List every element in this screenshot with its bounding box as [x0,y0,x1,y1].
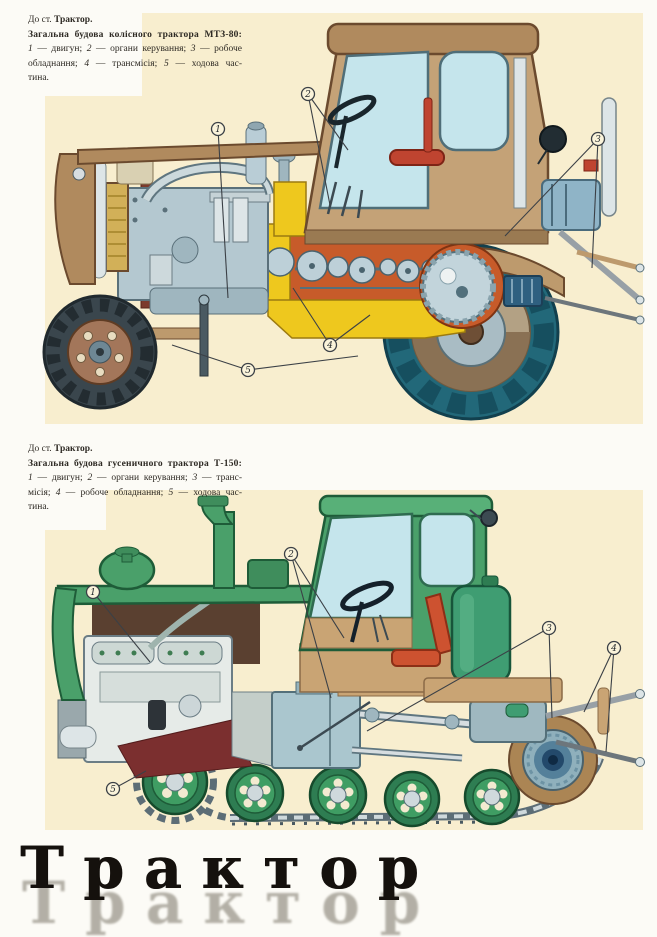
caption-heading: Загальна будова гусеничного трактора Т-1… [28,458,242,469]
cab [303,22,550,245]
front-wheel [42,294,158,410]
figure-caption-top: До ст. Трактор. Загальна будова колісног… [28,13,242,86]
dictionary-page: 1 2 3 4 5 [20,13,645,932]
svg-text:2: 2 [304,90,311,100]
caption-heading: Загальна будова колісного трактора МТЗ-8… [28,29,242,40]
svg-text:1: 1 [215,125,221,135]
transmission-cutaway [265,223,543,339]
svg-text:2: 2 [287,550,294,560]
caption-legend-line: обладнання; 4 — трансмісія; 5 — ходова ч… [28,58,242,69]
rear-hitch [537,97,645,325]
caption-legend-line: місія; 4 — робоче обладнання; 5 — ходова… [28,487,242,498]
control-levers [326,181,364,219]
callout-3 [541,620,557,636]
svg-text:3: 3 [546,624,552,634]
hood-nose [54,139,346,285]
callouts-top: 1 2 3 4 5 [171,86,606,378]
callout-5 [240,362,256,378]
svg-text:4: 4 [326,341,333,351]
callout-3 [590,131,606,147]
callout-1 [210,121,226,137]
caption-legend-line: 1 — двигун; 2 — органи керування; 3 — ро… [28,44,242,54]
steering-wheel [340,580,394,612]
hood [51,495,334,701]
figure-caption-bottom: До ст. Трактор. Загальна будова гусеничн… [28,442,242,515]
svg-text:1: 1 [90,588,96,598]
caption-reference: До ст. Трактор. [28,15,93,25]
callout-2 [283,546,299,562]
figure-t150 [51,494,645,828]
figure-mtz80 [42,22,645,421]
caption-legend-line: тина. [28,73,49,83]
side-window [418,512,476,588]
svg-text:5: 5 [245,366,251,376]
door-window [438,50,510,152]
mirror [539,125,567,153]
caption-legend-line: 1 — двигун; 2 — органи керування; 3 — тр… [28,473,242,483]
page-title: Трактор [20,834,439,902]
plates-and-figures: 1 2 3 4 5 [42,13,645,830]
callout-1 [85,584,101,600]
callout-5 [105,781,121,797]
caption-reference: До ст. Трактор. [28,444,93,454]
seat-cushion [391,649,441,667]
headlight [72,167,86,181]
rear-hitch-t150 [545,687,645,767]
callout-4 [606,640,622,656]
mirror [480,509,498,527]
seat [389,149,445,166]
svg-text:3: 3 [595,135,601,145]
svg-text:4: 4 [610,644,617,654]
callouts-bottom: 1 2 3 4 5 [85,546,622,797]
svg-text:5: 5 [110,785,116,795]
engine-bay [57,587,260,779]
callout-2 [300,86,316,102]
cab-t150 [298,494,563,703]
caption-legend-line: тина. [28,502,49,512]
callout-4 [322,337,338,353]
steering-wheel [327,94,377,126]
